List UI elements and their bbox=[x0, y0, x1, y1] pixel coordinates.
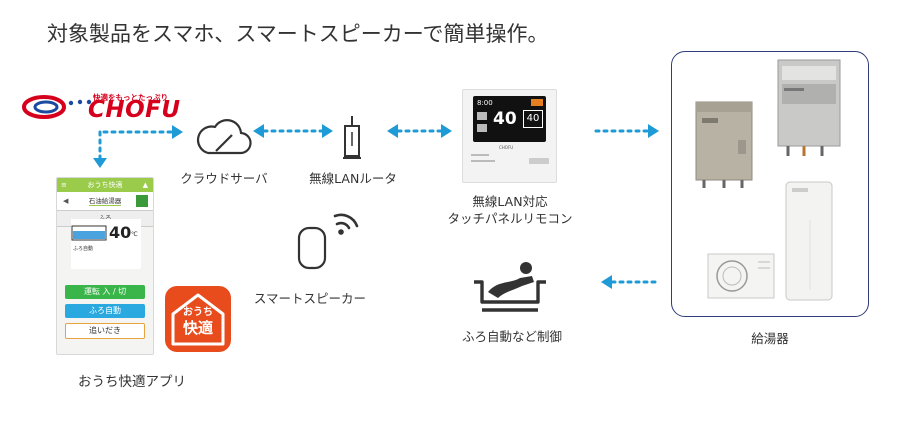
arrow-cloud-router bbox=[253, 124, 333, 138]
phone-status: ふろ自動 bbox=[73, 246, 94, 252]
heat-pump-unit-image bbox=[707, 253, 775, 299]
phone-nav: ◀ 石油給湯器 bbox=[57, 192, 153, 211]
home-icon: ▲ bbox=[142, 181, 148, 189]
touch-panel-remote: 8:00 40 40 CHOFU bbox=[462, 89, 557, 183]
gas-water-heater-image bbox=[777, 59, 841, 156]
heater-label: 給湯器 bbox=[751, 331, 789, 346]
bath-label: ふろ自動など制御 bbox=[461, 329, 562, 344]
logo-tagline: 快適をもっとたっぷり bbox=[93, 93, 168, 102]
router-icon bbox=[343, 116, 361, 159]
app-icon-line2: 快適 bbox=[182, 319, 213, 337]
reheat-button[interactable]: 追いだき bbox=[65, 323, 145, 339]
phone-header-title: おうち快適 bbox=[87, 181, 123, 189]
power-button[interactable]: 運転 入 / 切 bbox=[65, 285, 145, 299]
menu-icon: ≡ bbox=[61, 181, 67, 189]
app-label: おうち快適アプリ bbox=[78, 374, 186, 390]
phone-temp: 40 bbox=[109, 223, 132, 242]
remote-time: 8:00 bbox=[477, 99, 493, 107]
remote-temp-sub: 40 bbox=[523, 110, 543, 128]
bath-auto-button[interactable]: ふろ自動 bbox=[65, 304, 145, 318]
refresh-icon bbox=[136, 195, 148, 207]
arrow-router-remote bbox=[387, 124, 452, 138]
cloud-label: クラウドサーバ bbox=[180, 171, 268, 186]
water-heater-group bbox=[671, 51, 869, 317]
oil-boiler-image bbox=[695, 101, 753, 188]
remote-label-line1: 無線LAN対応 bbox=[472, 194, 548, 209]
bath-icon bbox=[474, 262, 546, 312]
arrow-heater-to-bath bbox=[601, 275, 660, 289]
smartphone-app-screen: ≡ おうち快適 ▲ ◀ 石油給湯器 ふろ 40 ℃ ふろ自動 運転 入 / 切 … bbox=[56, 177, 154, 355]
phone-temp-unit: ℃ bbox=[131, 231, 138, 238]
remote-brand: CHOFU bbox=[499, 145, 514, 150]
smart-speaker-icon bbox=[297, 213, 359, 270]
cloud-icon bbox=[196, 119, 252, 155]
arrow-logo-to-phone bbox=[93, 130, 107, 168]
back-icon: ◀ bbox=[63, 197, 69, 205]
remote-screen: 8:00 40 40 bbox=[473, 96, 546, 142]
logo-brand: CHOFU bbox=[88, 97, 181, 123]
house-outline-icon bbox=[171, 293, 225, 346]
remote-temp-main: 40 bbox=[493, 109, 517, 129]
app-icon: おうち 快適 bbox=[165, 286, 231, 352]
speaker-label: スマートスピーカー bbox=[253, 291, 367, 306]
chofu-logo-swoosh-icon bbox=[22, 95, 92, 119]
app-icon-line1: おうち bbox=[183, 307, 213, 318]
phone-temp-box: 40 ℃ ふろ自動 bbox=[71, 219, 141, 269]
phone-header: ≡ おうち快適 ▲ bbox=[57, 178, 153, 192]
hot-water-tank-image bbox=[785, 181, 833, 301]
page-title: 対象製品をスマホ、スマートスピーカーで簡単操作。 bbox=[47, 22, 549, 46]
bathtub-icon bbox=[71, 225, 107, 241]
remote-label-line2: タッチパネルリモコン bbox=[447, 211, 573, 226]
arrow-remote-to-heater bbox=[594, 124, 659, 138]
router-label: 無線LANルータ bbox=[309, 171, 397, 186]
arrow-logo-to-cloud bbox=[102, 125, 183, 139]
phone-nav-label: 石油給湯器 bbox=[88, 197, 122, 206]
